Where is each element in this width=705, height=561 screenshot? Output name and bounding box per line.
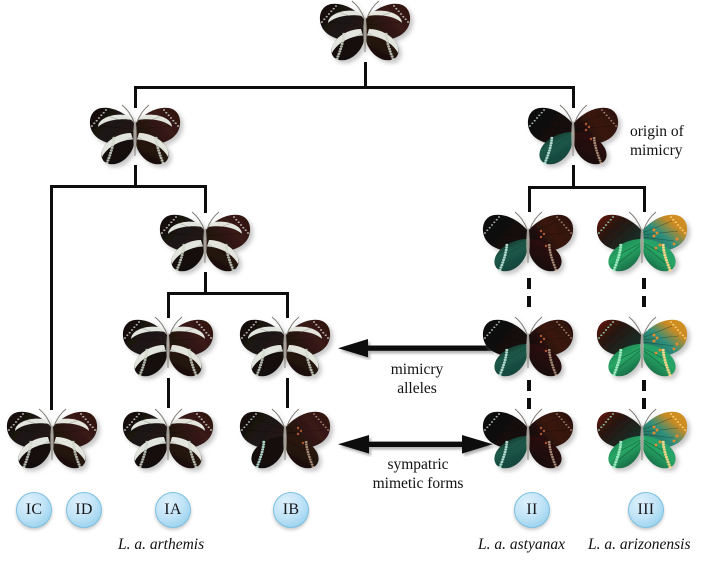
tree-line-to-astyanax-row1: [528, 186, 531, 212]
tree-line-IA-stub: [167, 378, 170, 408]
butterfly-arizonensis-row3: [594, 406, 690, 474]
butterfly-astyanax-row3: [480, 406, 576, 474]
mimicry-alleles-line2: alleles: [397, 380, 437, 397]
tree-line-astyanax-row1-row2-dashed: [527, 278, 531, 310]
origin-of-mimicry-label: origin of mimicry: [630, 122, 684, 160]
tree-line-to-arizonensis-row1: [643, 186, 646, 212]
morph-circle-ID-label: ID: [75, 501, 93, 518]
butterfly-arthemis-IA-upper: [120, 314, 216, 382]
tree-line-astyanax-split: [528, 186, 644, 189]
tree-line-to-IA-upper: [167, 292, 170, 318]
tree-line-to-arthemis-mid: [204, 185, 207, 213]
origin-line1: origin of: [630, 123, 684, 140]
morph-circle-IB[interactable]: IB: [273, 492, 309, 528]
tree-line-to-astyanax-ancestor: [572, 86, 575, 108]
taxon-label-arthemis: L. a. arthemis: [118, 536, 205, 553]
tree-line-arthemis-split: [50, 185, 206, 188]
sympatric-line1: sympatric: [387, 456, 449, 473]
morph-circle-IC[interactable]: IC: [16, 492, 52, 528]
morph-circle-IC-label: IC: [25, 501, 43, 518]
tree-line-arthemis-mid-stem: [204, 272, 207, 294]
morph-circle-IA[interactable]: IA: [155, 492, 191, 528]
tree-line-to-IB-upper: [286, 292, 289, 318]
butterfly-astyanax-row2: [480, 314, 576, 382]
tree-line-root-stem: [364, 62, 367, 88]
tree-line-IC-ID-long-branch: [50, 185, 53, 410]
butterfly-arthemis-node-mid: [157, 209, 253, 277]
mimicry-alleles-line1: mimicry: [390, 361, 444, 378]
morph-circle-IA-label: IA: [164, 501, 182, 518]
butterfly-arizonensis-row1: [594, 209, 690, 277]
mimicry-alleles-arrow: [338, 338, 494, 365]
morph-circle-IB-label: IB: [282, 501, 300, 518]
morph-circle-III[interactable]: III: [628, 492, 664, 528]
morph-circle-ID[interactable]: ID: [66, 492, 102, 528]
tree-line-IB-stub: [286, 378, 289, 408]
butterfly-astyanax-row1: [480, 209, 576, 277]
taxon-label-astyanax: L. a. astyanax: [478, 536, 565, 553]
tree-line-arizonensis-row2-row3-dashed: [642, 380, 646, 410]
sympatric-forms-arrow: [338, 433, 496, 462]
morph-circle-III-label: III: [637, 501, 655, 518]
sympatric-line2: mimetic forms: [372, 475, 464, 492]
butterfly-arthemis-IC-ID: [4, 406, 100, 474]
tree-line-arthemis-mid-split: [167, 292, 287, 295]
tree-line-astyanax-row2-row3-dashed: [527, 380, 531, 410]
butterfly-arizonensis-row2: [594, 314, 690, 382]
butterfly-astyanax-ancestor: [525, 102, 621, 170]
butterfly-arthemis-IB-upper: [237, 314, 333, 382]
morph-circle-II-label: II: [526, 501, 538, 518]
mimicry-alleles-label: mimicry alleles: [352, 360, 482, 398]
butterfly-root-ancestor: [317, 0, 413, 66]
morph-circle-II[interactable]: II: [514, 492, 550, 528]
tree-line-arthemis-stem: [134, 165, 137, 187]
tree-line-arizonensis-row1-row2-dashed: [642, 278, 646, 310]
butterfly-arthemis-IB-leaf: [237, 406, 333, 474]
tree-line-root-horizontal: [135, 86, 575, 89]
tree-line-astyanax-stem: [572, 165, 575, 188]
butterfly-arthemis-IA-leaf: [120, 406, 216, 474]
origin-line2: mimicry: [630, 142, 683, 159]
taxon-label-arizonensis: L. a. arizonensis: [588, 536, 691, 553]
sympatric-forms-label: sympatric mimetic forms: [345, 455, 491, 493]
tree-line-to-arthemis-ancestor: [134, 86, 137, 108]
butterfly-arthemis-ancestor: [87, 102, 183, 170]
